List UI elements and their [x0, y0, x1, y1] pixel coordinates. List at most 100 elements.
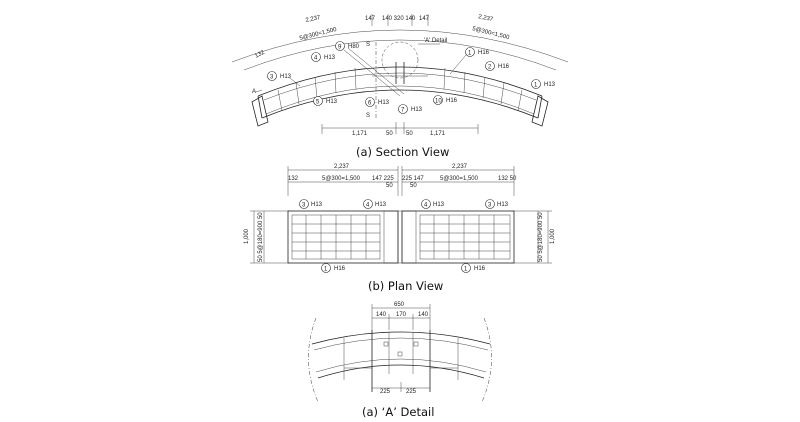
svg-text:H13: H13: [324, 55, 336, 61]
svg-text:1: 1: [468, 51, 472, 57]
detail-beam-top-edge: [311, 331, 491, 345]
svg-text:3: 3: [488, 203, 492, 209]
svg-text:H16: H16: [474, 266, 486, 272]
svg-text:1: 1: [464, 267, 468, 273]
section-outer-dim-arc: [231, 29, 569, 63]
plan-left-a: 132: [288, 176, 299, 182]
section-view: 2,237 2,237 5@300=1,500 5@300=1,500 1 4 7 …: [231, 14, 569, 159]
svg-text:H16: H16: [478, 50, 490, 56]
svg-text:4: 4: [314, 56, 318, 62]
detail-left-dim: 140: [376, 312, 387, 318]
section-view-caption: (a) Section View: [356, 145, 449, 159]
section-callout-1-h16: 1 H16: [449, 47, 490, 75]
section-callout-9-h80: 9 H80: [335, 41, 360, 51]
section-callout-5-h13: 5 H13: [313, 96, 338, 106]
section-callout-3-h13: 3 H13: [267, 71, 301, 87]
detail-total-dim: 650: [394, 302, 405, 308]
beam-left-end-block: [251, 95, 269, 127]
section-left-spacing: 5@300=1,500: [299, 27, 338, 42]
plan-left-height: 1,000: [244, 228, 250, 244]
section-bottom-center-left: 50: [386, 131, 393, 137]
svg-text:H13: H13: [544, 82, 556, 88]
plan-callout-1-h16-left: 1 H16: [321, 263, 346, 273]
svg-text:2: 2: [488, 65, 492, 71]
section-left-total: 2,237: [305, 15, 322, 24]
svg-text:H13: H13: [433, 202, 445, 208]
beam-top-edge: [257, 66, 543, 97]
plan-left-total: 2,237: [334, 164, 350, 170]
plan-right-c: 132 50: [498, 176, 517, 182]
section-cut-mark-top: S: [366, 42, 370, 48]
plan-callout-3-h13-left: 3 H13: [299, 199, 323, 209]
plan-callout-3-h13-right: 3 H13: [485, 199, 509, 209]
svg-text:7: 7: [401, 108, 405, 114]
detail-center-dim: 170: [396, 312, 407, 318]
section-callout-1-h13: 1 H13: [531, 79, 556, 89]
section-callout-6-h13: 6 H13: [365, 97, 390, 107]
section-cut-mark-bottom: S: [366, 113, 370, 119]
section-bottom-left: 1,171: [352, 131, 368, 137]
plan-callout-4-h13-left: 4 H13: [363, 199, 387, 209]
section-right-spacing: 5@300=1,500: [472, 26, 511, 41]
plan-right-total: 2,237: [452, 164, 468, 170]
detail-a-marker-circle: [381, 41, 419, 79]
section-callout-10-h16: 10 H16: [433, 95, 458, 105]
svg-text:1: 1: [534, 83, 538, 89]
plan-view: 2,237 2,237 5@300=1,500 5@300=1,500 132 …: [244, 164, 556, 293]
detail-a-caption: (a) ‘A’ Detail: [362, 405, 434, 419]
plan-left-spacing: 5@300=1,500: [322, 176, 361, 182]
plan-left-slab: [287, 210, 399, 264]
svg-text:H13: H13: [311, 202, 323, 208]
detail-left-boundary: [308, 317, 319, 403]
plan-left-c: 50: [386, 183, 393, 189]
section-callout-4-h13: 4 H13: [311, 52, 336, 62]
beam-bottom-edge: [261, 89, 539, 119]
svg-text:H13: H13: [375, 202, 387, 208]
svg-text:H13: H13: [280, 74, 292, 80]
detail-beam-bottom-edge: [317, 364, 485, 379]
svg-text:6: 6: [368, 101, 372, 107]
detail-bottom-left-dim: 225: [380, 389, 391, 395]
beam-right-end-block: [531, 95, 549, 127]
plan-right-vspacing: 50 5@180=900 50: [538, 212, 544, 262]
section-end-mark: A: [252, 89, 256, 95]
svg-text:1: 1: [324, 267, 328, 273]
svg-text:H80: H80: [348, 44, 360, 50]
plan-callout-4-h13-right: 4 H13: [421, 199, 445, 209]
detail-right-boundary: [481, 317, 492, 403]
section-callout-7-h13: 7 H13: [398, 104, 423, 114]
plan-right-spacing: 5@300=1,500: [440, 176, 479, 182]
section-bottom-center-right: 50: [406, 131, 413, 137]
plan-right-rebar-grid: [419, 214, 511, 260]
detail-right-dim: 140: [418, 312, 429, 318]
svg-text:H13: H13: [326, 99, 338, 105]
svg-text:5: 5: [316, 100, 320, 106]
svg-text:H13: H13: [411, 107, 423, 113]
svg-text:H13: H13: [497, 202, 509, 208]
plan-callout-1-h16-right: 1 H16: [461, 263, 486, 273]
plan-view-caption: (b) Plan View: [368, 279, 443, 293]
section-spacing-dim-arc: [243, 39, 557, 71]
svg-text:H16: H16: [334, 266, 346, 272]
section-right-total: 2,237: [478, 14, 495, 23]
plan-left-b: 147 225: [372, 176, 394, 182]
svg-text:H16: H16: [498, 64, 510, 70]
detail-a-label: 'A' Detail: [424, 38, 447, 44]
plan-right-a: 225 147: [402, 176, 424, 182]
plan-right-height: 1,000: [550, 228, 556, 244]
plan-left-rebar-grid: [291, 214, 381, 260]
detail-a-view: 650 140 170 140 225 225 (a) ‘A’ Detail: [308, 302, 492, 419]
svg-text:H16: H16: [446, 98, 458, 104]
svg-text:4: 4: [424, 203, 428, 209]
plan-left-vspacing: 50 5@180=900 50: [258, 212, 264, 262]
svg-text:3: 3: [302, 203, 306, 209]
section-end-left: 132: [254, 49, 266, 59]
section-callout-2-h16: 2 H16: [485, 61, 510, 71]
svg-text:10: 10: [435, 99, 442, 105]
plan-right-slab: [401, 210, 515, 264]
svg-text:4: 4: [366, 203, 370, 209]
section-bottom-right: 1,171: [430, 131, 446, 137]
svg-text:9: 9: [338, 45, 342, 51]
section-top-left-small: 147: [365, 16, 376, 22]
